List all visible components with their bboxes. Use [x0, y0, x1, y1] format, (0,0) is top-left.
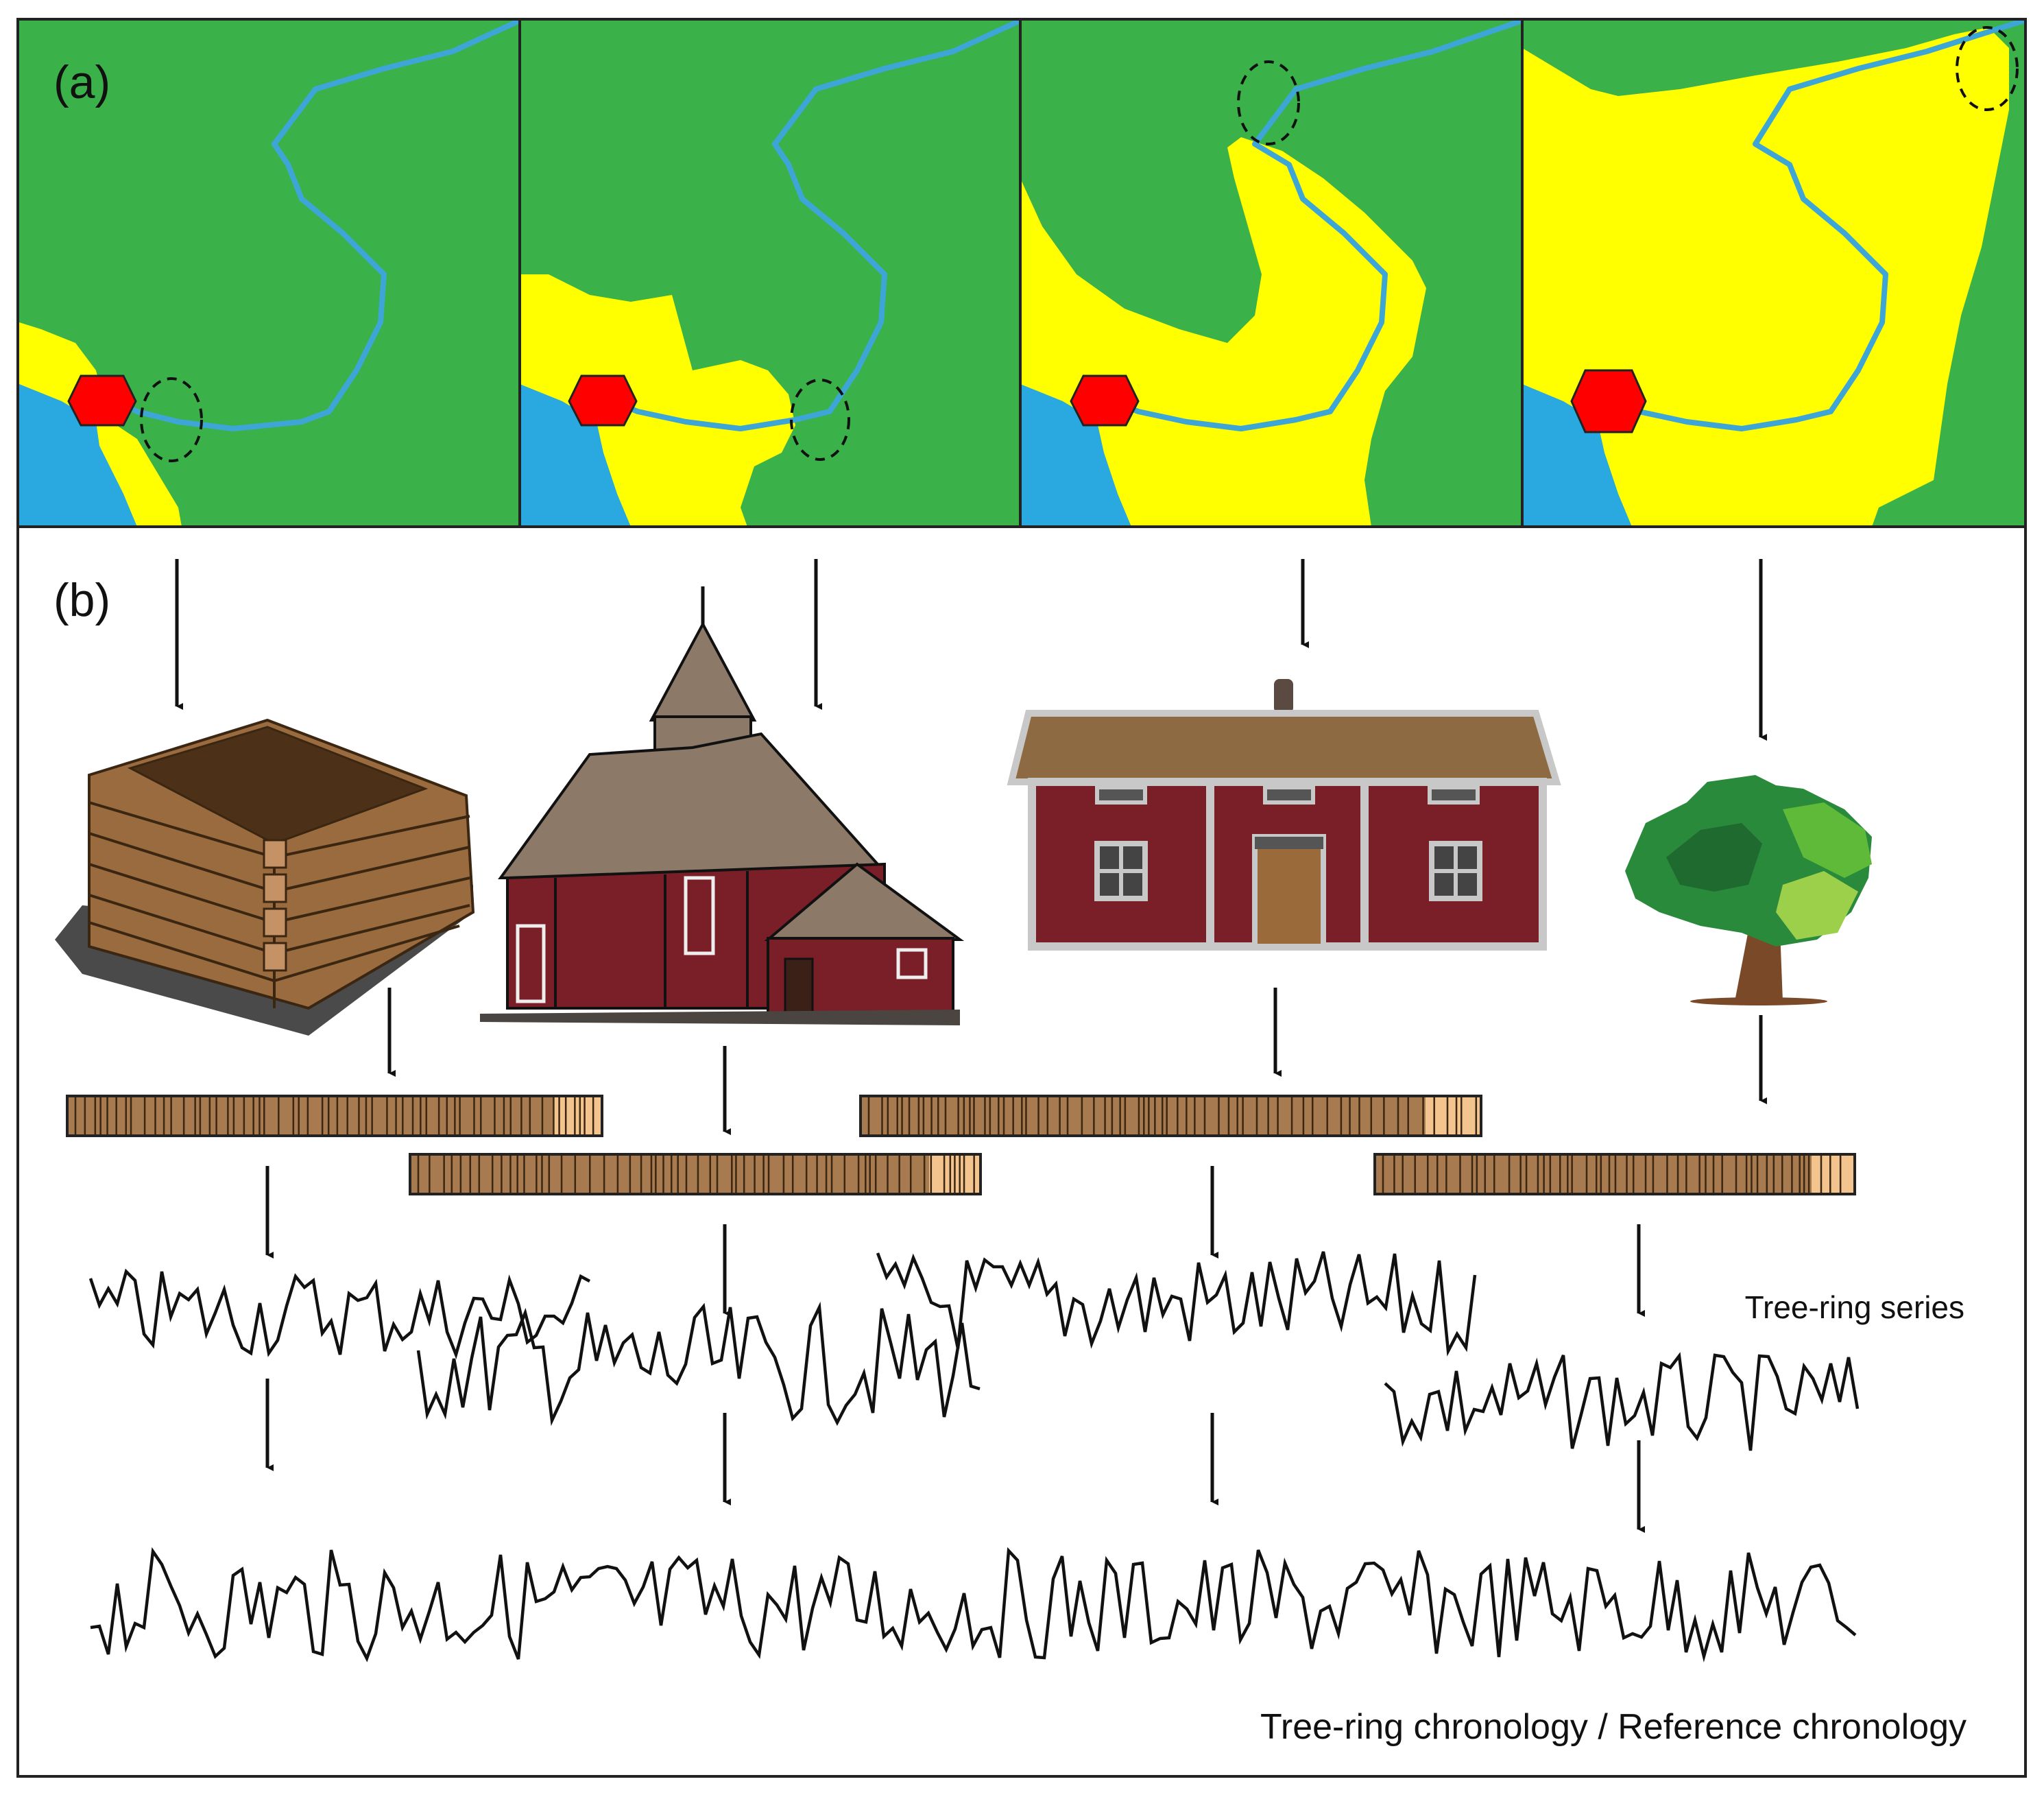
water-area: [1522, 384, 1632, 527]
panel-b: (b): [53, 559, 1967, 1747]
map-stage-2: [520, 21, 1020, 527]
expansion-circle: [140, 377, 203, 462]
tree-ring-chronology: [90, 1547, 1857, 1663]
chronology-arrows: [265, 1379, 1645, 1533]
tree-ring-series-line: [1384, 1352, 1860, 1451]
tree-crown-shade: [1666, 823, 1762, 892]
chronology-label: Tree-ring chronology / Reference chronol…: [1260, 1707, 1967, 1747]
map-stage-3: [1020, 21, 1522, 527]
red-farmhouse-icon: [1007, 679, 1561, 951]
tree-ring-series-line: [88, 1268, 591, 1360]
settlement-icon: [1570, 369, 1647, 433]
house-door-transom: [1255, 837, 1323, 849]
water-area: [1020, 384, 1131, 527]
well-log-ends: [263, 839, 287, 972]
house-wall-panels: [1206, 782, 1369, 946]
oak-tree-icon: [1625, 775, 1872, 1005]
tree-ring-samples: [66, 1095, 1856, 1195]
church-window: [516, 924, 546, 1003]
house-window: [1429, 841, 1482, 901]
house-roof: [1007, 710, 1561, 785]
chimney: [1274, 679, 1293, 713]
tree-crown-light: [1776, 871, 1858, 940]
well-interior: [128, 726, 429, 845]
panel-a-label: (a): [53, 56, 110, 108]
house-attic-windows: [1095, 785, 1480, 805]
settlement-icon: [67, 374, 137, 427]
church-wall-lines: [554, 871, 749, 1008]
water-area: [19, 384, 137, 527]
source-arrows: [175, 559, 1767, 741]
settlement-icon: [1070, 374, 1140, 427]
map-stage-4: [1522, 21, 2024, 527]
tree-ring-sample: [66, 1095, 603, 1137]
log-well-icon: [55, 718, 475, 1036]
tree-ring-series-line: [876, 1251, 1477, 1357]
settlement-icon: [568, 374, 638, 427]
church-ground: [480, 1010, 960, 1025]
cleared-area: [1020, 137, 1426, 527]
panel-b-label: (b): [53, 574, 110, 626]
tree-ring-series: [88, 1251, 1860, 1451]
tree-ring-series-line: [416, 1301, 981, 1427]
expansion-circle: [790, 379, 850, 461]
road: [1603, 21, 2024, 431]
tree-ring-sample: [1373, 1153, 1856, 1195]
water-area: [520, 384, 631, 527]
tree-base: [1690, 997, 1827, 1005]
house-door: [1252, 834, 1326, 949]
church-window: [684, 876, 715, 955]
road: [1103, 21, 1522, 431]
panel-a: (a): [18, 21, 2025, 528]
series-label: Tree-ring series: [1745, 1289, 1964, 1325]
house-window: [1094, 841, 1148, 901]
road: [107, 21, 520, 431]
church-window: [896, 948, 928, 979]
road: [602, 21, 1020, 431]
expansion-circle: [1956, 26, 2019, 111]
sample-arrows: [387, 988, 1767, 1135]
tree-crown-light: [1783, 802, 1872, 878]
map-stage-1: [19, 21, 520, 527]
church-door: [784, 957, 814, 1015]
tree-ring-sample: [859, 1095, 1482, 1137]
tree-ring-sample: [409, 1153, 982, 1195]
expansion-circle: [1237, 60, 1300, 145]
wooden-church-icon: [480, 586, 965, 1025]
chronology-line: [90, 1547, 1857, 1663]
series-arrows: [265, 1166, 1645, 1317]
